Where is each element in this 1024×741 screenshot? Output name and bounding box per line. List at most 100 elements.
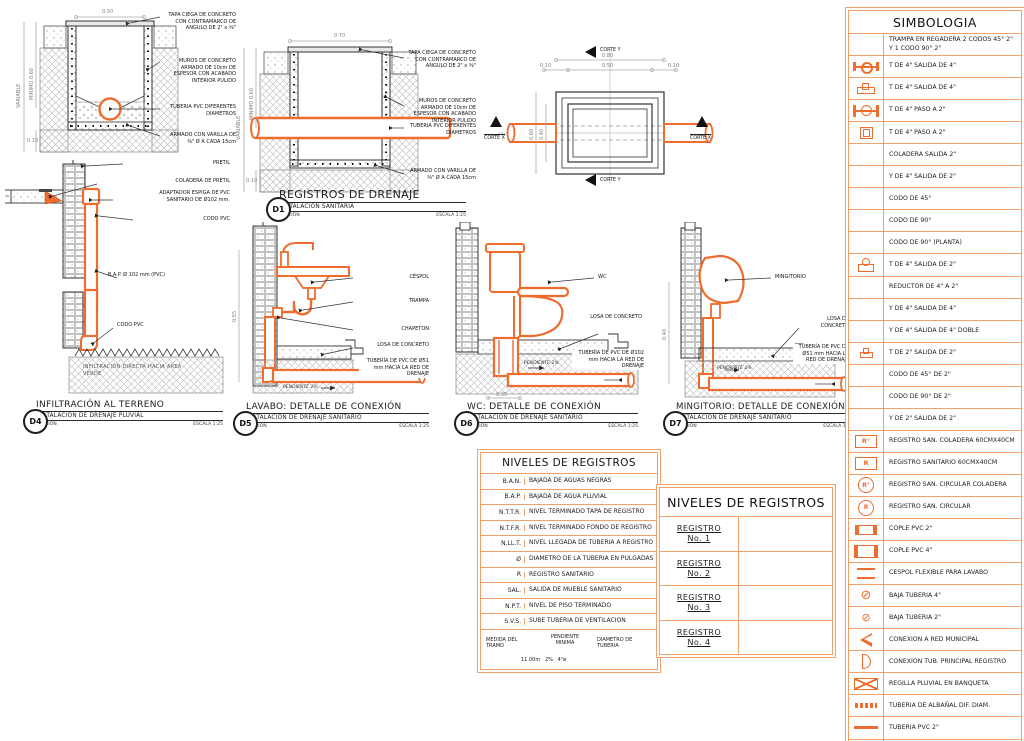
detail-title: WC: DETALLE DE CONEXIÓN xyxy=(467,402,602,412)
detail-tag-d4: D4 xyxy=(23,409,48,434)
simbologia-row: Y DE 4" SALIDA DE 4" xyxy=(849,297,1021,320)
simbologia-row: REGILLA PLUVIAL EN BANQUETA xyxy=(849,672,1021,695)
mingitorio-detail: 0.40 MINGITORIO LOSA DE CONCRETO TUBERÍA… xyxy=(655,222,855,436)
simbologia-row: T DE 4" SALIDA DE 2" xyxy=(849,253,1021,276)
simbologia-row: R° REGISTRO SAN. COLADERA 60CMX40CM xyxy=(849,429,1021,452)
simbologia-title: SIMBOLOGIA xyxy=(893,14,977,30)
dim-bottom: 0.10 xyxy=(27,138,39,144)
dim-variable: VARIABLE xyxy=(16,83,22,108)
infiltracion-ground-note: INFILTRACIÓN DIRECTA HACIA AREA VERDE xyxy=(83,364,182,377)
corte-x-arrow-right xyxy=(696,116,708,127)
niveles-abbr-rows: B.A.N. BAJADA DE AGUAS NEGRAS B.A.P. BAJ… xyxy=(481,474,657,630)
simbologia-row: CODO DE 45° xyxy=(849,187,1021,210)
simbologia-row: T DE 2" SALIDA DE 2" xyxy=(849,341,1021,364)
callout-cespol: CÉSPOL xyxy=(409,274,429,280)
registro-value-cell xyxy=(738,620,832,654)
callout-pretil: PRETIL xyxy=(213,160,230,166)
niveles-abbr-table: NIVELES DE REGISTROS B.A.N. BAJADA DE AG… xyxy=(480,452,658,670)
callout-adaptador: ADAPTADOR ESPIGA DE PVC SANITARIO DE Ø10… xyxy=(159,190,230,203)
dim-variable: VARIABLE xyxy=(236,115,242,140)
simbologia-row: COPLE PVC 2" xyxy=(849,518,1021,541)
corte-x-label-left: CORTE X xyxy=(484,134,505,141)
tee-top-icon xyxy=(857,83,875,95)
niveles-registros-rows: REGISTRO No. 1 REGISTRO No. 2 REGIST xyxy=(660,517,832,654)
titleblock-d1: D1 REGISTROS DE DRENAJE INSTALACION SANI… xyxy=(266,188,466,222)
detail-tag-d1: D1 xyxy=(266,197,291,222)
niveles-abbr-row: SAL. SALIDA DE MUEBLE SANITARIO xyxy=(481,583,657,599)
wc-detail: WC LOSA DE CONCRETO TUBERÍA DE PVC DE Ø1… xyxy=(432,222,650,436)
titleblock-d4: D4 INFILTRACIÓN AL TERRENO INSTALACIÓN D… xyxy=(23,400,223,434)
simbologia-rows: TRAMPA EN REGADERA 2 CODOS 45° 2" Y 1 CO… xyxy=(849,33,1021,741)
registro-row: REGISTRO No. 4 xyxy=(660,620,832,654)
footer-medida: MEDIDA DEL TRAMO xyxy=(486,636,518,649)
simbologia-row: Y DE 4" SALIDA DE 4" DOBLE xyxy=(849,319,1021,342)
callout-wc: WC xyxy=(598,274,607,280)
simbologia-row: Y DE 2" SALIDA DE 2" xyxy=(849,407,1021,430)
footer-diametro: DIAMETRO DE TUBERIA xyxy=(597,636,633,649)
register-large-linework xyxy=(243,39,452,193)
dim-bottom: 0.35 xyxy=(496,392,508,398)
simbologia-row: CODO DE 90° (PLANTA) xyxy=(849,231,1021,254)
detail-subtitle: INSTALACIÓN DE DRENAJE SANITARIO xyxy=(676,413,853,421)
corte-x-label-right: CORTE X xyxy=(690,134,711,141)
corte-y-label-top: CORTE Y xyxy=(600,48,621,53)
dim-left-outer: 0.60 xyxy=(529,128,535,140)
dim-minimo: MINIMO 0.60 xyxy=(29,68,35,100)
simbologia-row: TUBERIA DE ALBAÑAL DIF. DIAM. xyxy=(849,694,1021,717)
callout-losa: LOSA DE CONCRETO xyxy=(377,342,429,348)
callout-coladera-pretil: COLADERA DE PRETIL xyxy=(175,178,230,184)
footer-pendiente: PENDIENTE MINIMA xyxy=(550,633,580,646)
wc-linework xyxy=(455,222,639,400)
detail-subtitle: INSTALACION SANITARIA xyxy=(279,202,466,210)
detail-subtitle: INSTALACIÓN DE DRENAJE PLUVIAL xyxy=(36,411,223,419)
detail-scale: ESCALA 1:25 xyxy=(399,424,429,429)
niveles-abbr-row: N.LL.T. NIVEL LLEGADA DE TUBERIA A REGIS… xyxy=(481,536,657,552)
niveles-abbr-row: N.T.T.R. NIVEL TERMINADO TAPA DE REGISTR… xyxy=(481,505,657,521)
detail-scale: ESCALA 1:25 xyxy=(608,424,638,429)
footer-values: 11.00m 2% 4"ø xyxy=(521,656,567,663)
dim-left-inner: 0.40 xyxy=(539,128,545,140)
infiltracion-detail: PRETIL COLADERA DE PRETIL ADAPTADOR ESPI… xyxy=(5,160,235,450)
detail-tag-d5: D5 xyxy=(233,411,258,436)
detail-tag-d7: D7 xyxy=(663,411,688,436)
cople-sm-icon xyxy=(855,524,877,535)
dim-left: 0.55 xyxy=(232,310,238,322)
niveles-abbr-row: B.A.P. BAJADA DE AGUA PLUVIAL xyxy=(481,490,657,506)
detail-scale: ESCALA 1:25 xyxy=(823,424,853,429)
simbologia-row: CODO DE 90° xyxy=(849,209,1021,232)
detail-title: REGISTROS DE DRENAJE xyxy=(279,188,420,201)
callout-chapeton: CHAPETON xyxy=(401,326,429,332)
callout-trampa: TRAMPA xyxy=(408,298,429,304)
registro-value-cell xyxy=(738,517,832,551)
callout-tapa: TAPA CIEGA DE CONCRETO CON CONTRAMARCO D… xyxy=(168,12,236,31)
reg-rect-icon: R xyxy=(855,456,877,470)
regilla-icon xyxy=(854,677,878,690)
callout-armado: ARMADO CON VARILLA DE ⅜" Ø A CADA 15cm xyxy=(410,168,476,181)
corte-y-label-bottom: CORTE Y xyxy=(600,178,621,183)
slope-note: PENDIENTE 2% xyxy=(524,361,559,366)
dim-side-right: 0.10 xyxy=(668,63,680,69)
detail-scale: ESCALA 1:25 xyxy=(436,213,466,218)
titleblock-d6: D6 WC: DETALLE DE CONEXIÓN INSTALACIÓN D… xyxy=(454,402,638,436)
conexion-tub-icon xyxy=(861,654,871,670)
callout-tuberia: TUBERÍA DE PVC DE Ø51 mm HACIA LA RED DE… xyxy=(359,358,429,378)
niveles-abbr-title: NIVELES DE REGISTROS xyxy=(481,453,657,474)
callout-tapa: TAPA CIEGA DE CONCRETO CON CONTRAMARCO D… xyxy=(408,50,476,69)
tee-drum-icon xyxy=(853,104,879,117)
cespol-icon xyxy=(857,568,875,580)
dim-minimo: MINIMO 0.60 xyxy=(249,88,255,120)
lavabo-linework xyxy=(238,222,426,394)
callout-tuberia: TUBERÍA DE PVC DE Ø102 mm HACIA LA RED D… xyxy=(572,350,644,370)
simbologia-row: CODO DE 90° DE 2" xyxy=(849,385,1021,408)
corte-x-arrow-left xyxy=(490,116,502,127)
simbologia-row: R REGISTRO SANITARIO 60CMX40CM xyxy=(849,451,1021,474)
simbologia-row: T DE 4" PASO A 2" xyxy=(849,99,1021,122)
dim-left: 0.40 xyxy=(662,328,668,340)
niveles-registros-title: NIVELES DE REGISTROS xyxy=(660,488,832,517)
tee-top-tall-icon xyxy=(858,257,874,272)
registro-value-cell xyxy=(738,586,832,620)
registro-row: REGISTRO No. 1 xyxy=(660,517,832,552)
callout-bap: B.A.P. Ø 102 mm (PVC) xyxy=(107,272,165,278)
simbologia-row: TUBERIA PVC 4" xyxy=(849,738,1021,741)
